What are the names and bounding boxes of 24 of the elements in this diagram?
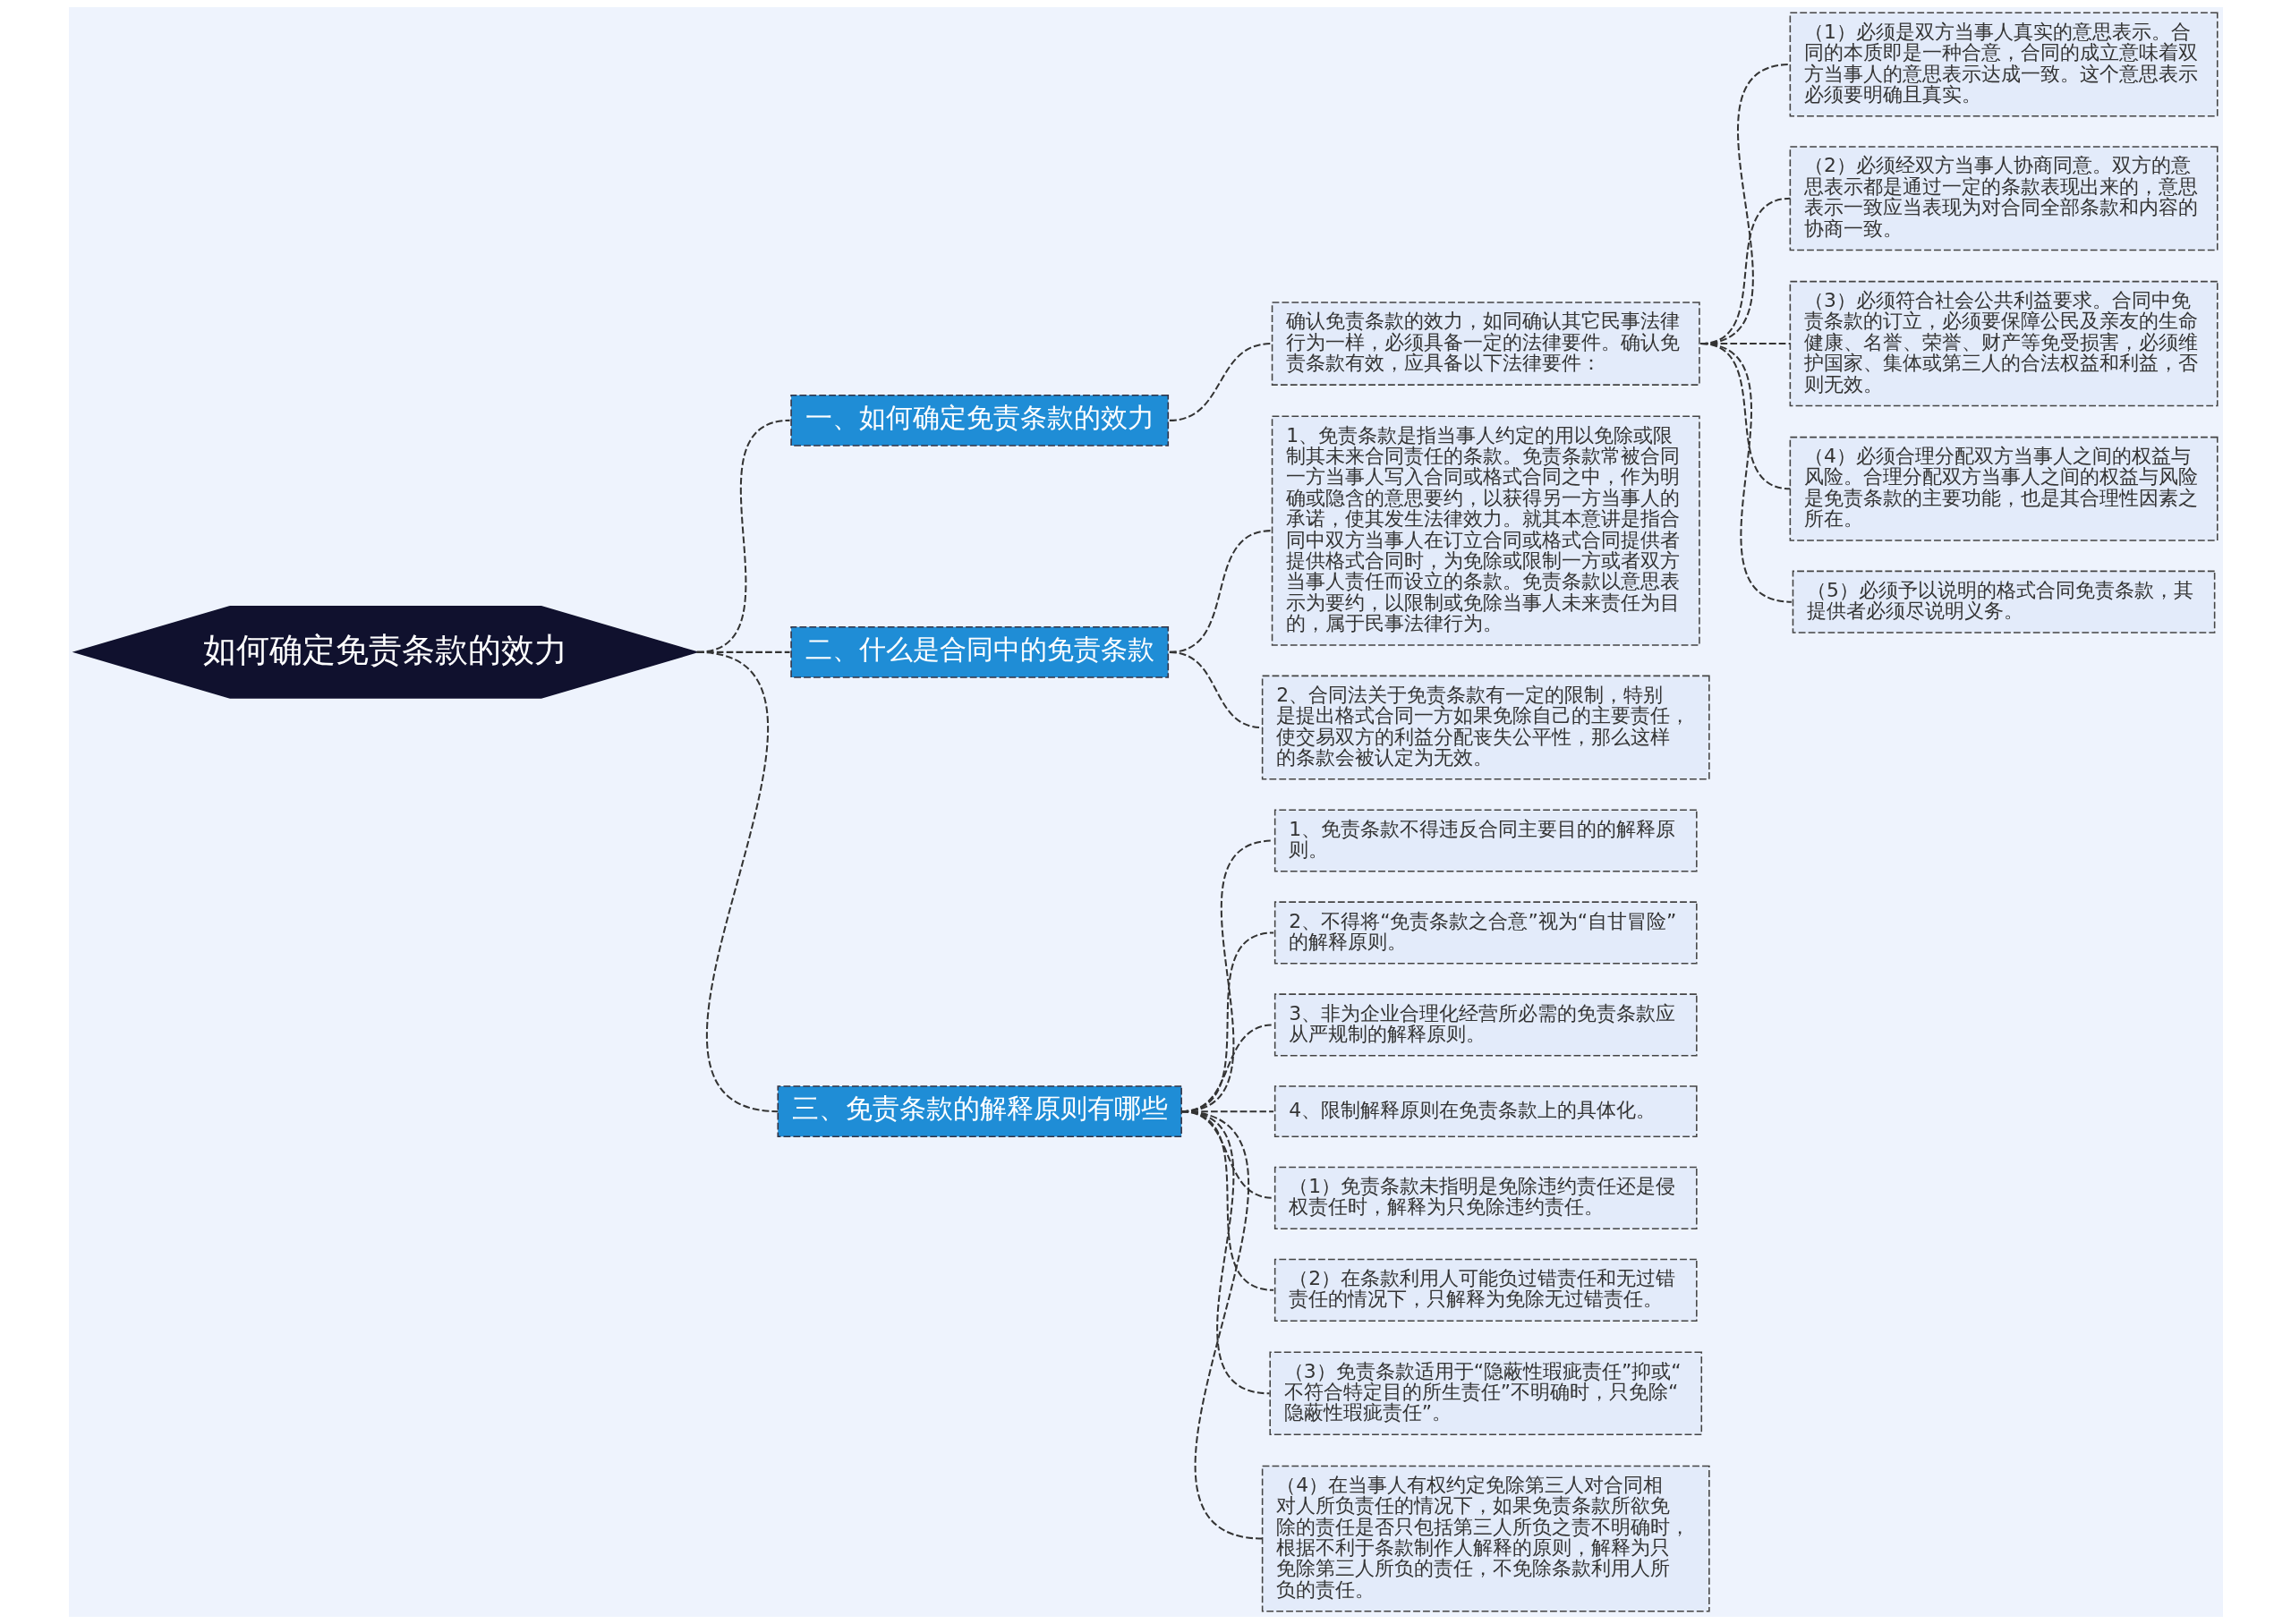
node-box: 1、免责条款不得违反合同主要目的的解释原则。	[1273, 809, 1698, 872]
node-box: （3）免责条款适用于“隐蔽性瑕疵责任”抑或“不符合特定目的所生责任”不明确时，只免除“隐蔽性瑕疵责任”。	[1268, 1351, 1702, 1436]
connector	[696, 650, 778, 1113]
connector	[1180, 1110, 1263, 1540]
node-box: （5）必须予以说明的格式合同免责条款，其提供者必须尽说明义务。	[1792, 570, 2215, 633]
connector	[1699, 343, 1792, 603]
node-box: （4）在当事人有权约定免除第三人对合同相对人所负责任的情况下，如果免责条款所欲免除的责任是否只包括第三人所负之责不明确时，根据不利于条款制作人解释的原则，解释为只免除第三人所负的责任，不免除条款利用人所负的责任。	[1261, 1465, 1710, 1612]
node-box: 一、如何确定免责条款的效力	[789, 395, 1169, 446]
node-box: 二、什么是合同中的免责条款	[789, 626, 1169, 678]
node-box: 3、非为企业合理化经营所必需的免责条款应从严规制的解释原则。	[1273, 993, 1698, 1057]
node-box: 三、免责条款的解释原则有哪些	[776, 1085, 1182, 1137]
node-box: 2、合同法关于免责条款有一定的限制，特别是提出格式合同一方如果免除自己的主要责任，使交易双方的利益分配丧失公平性，那么这样的条款会被认定为无效。	[1261, 675, 1710, 780]
node-box: （1）必须是双方当事人真实的意思表示。合同的本质即是一种合意，合同的成立意味着双方当事人的意思表示达成一致。这个意思表示必须要明确且真实。	[1789, 12, 2219, 117]
node-box: （2）在条款利用人可能负过错责任和无过错责任的情况下，只解释为免除无过错责任。	[1273, 1258, 1698, 1322]
connector	[1169, 650, 1263, 729]
node-box: （2）必须经双方当事人协商同意。双方的意思表示都是通过一定的条款表现出来的，意思表示一致应当表现为对合同全部条款和内容的协商一致。	[1789, 146, 2219, 251]
node-box: 4、限制解释原则在免责条款上的具体化。	[1273, 1085, 1698, 1137]
node-box: 确认免责条款的效力，如同确认其它民事法律行为一样，必须具备一定的法律要件。确认免责条款有效，应具备以下法律要件：	[1271, 302, 1700, 386]
connector	[1169, 343, 1271, 421]
node-box: 1、免责条款是指当事人约定的用以免除或限制其未来合同责任的条款。免责条款常被合同一方当事人写入合同或格式合同之中，作为明确或隐含的意思要约，以获得另一方当事人的承诺，使其发生法律效力。就其本意讲是指合同中双方当事人在订立合同或格式合同提供者提供格式合同时，为免除或限制一方或者双方当事人责任而设立的条款。免责条款以意思表示为要约，以限制或免除当事人未来责任为目的，属于民事法律行为。	[1271, 415, 1700, 646]
node-box: （4）必须合理分配双方当事人之间的权益与风险。合理分配双方当事人之间的权益与风险是免责条款的主要功能，也是其合理性因素之所在。	[1789, 436, 2219, 541]
node-box: （1）免责条款未指明是免除违约责任还是侵权责任时，解释为只免除违约责任。	[1273, 1166, 1698, 1229]
node-box: （3）必须符合社会公共利益要求。合同中免责条款的订立，必须要保障公民及亲友的生命健康、名誉、荣誉、财产等免受损害，必须维护国家、集体或第三人的合法权益和利益，否则无效。	[1789, 280, 2219, 407]
node-box: 2、不得将“免责条款之合意”视为“自甘冒险”的解释原则。	[1273, 901, 1698, 965]
